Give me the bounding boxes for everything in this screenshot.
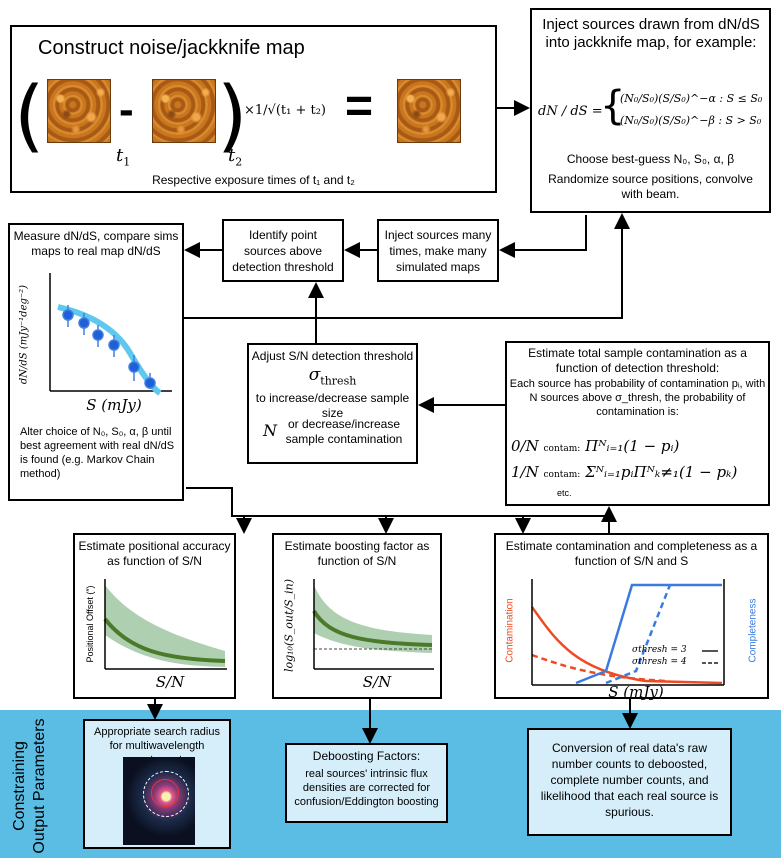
- dnds-point: [128, 361, 140, 373]
- measure-dnds-box: Measure dN/dS, compare sims maps to real…: [8, 223, 184, 501]
- boosting-chart: [312, 579, 434, 670]
- adjust-line2: to increase/decrease sample size: [255, 391, 410, 420]
- search-radius-box: Appropriate search radius for multiwavel…: [83, 719, 231, 849]
- target-circle-icon: [151, 779, 179, 807]
- dnds-point: [92, 329, 104, 341]
- exposure-caption: Respective exposure times of t₁ and t₂: [152, 173, 355, 187]
- measure-title: Measure dN/dS, compare sims maps to real…: [13, 229, 179, 258]
- positional-median-line: [103, 617, 226, 663]
- adjust-line1: Adjust S/N detection threshold: [251, 349, 414, 363]
- contam-xlabel: S (mJy): [608, 683, 664, 701]
- contam-curve-sigma4: [531, 653, 667, 683]
- total-body: Each source has probability of contamina…: [509, 378, 766, 418]
- boosting-box: Estimate boosting factor as function of …: [272, 533, 442, 699]
- band-label-line1: Constraining: [11, 741, 28, 831]
- band-label: Constraining Output Parameters: [10, 716, 50, 856]
- search-circle-icon: [143, 771, 189, 817]
- positional-box: Estimate positional accuracy as function…: [73, 533, 236, 699]
- deboosting-title: Deboosting Factors:: [312, 749, 421, 763]
- close-paren-icon: ): [217, 71, 248, 161]
- contam-1-eq: 1/N contam: Σᴺᵢ₌₁pᵢΠᴺₖ≠₁(1 − pₖ): [511, 463, 738, 481]
- identify-sources-box: Identify point sources above detection t…: [222, 219, 344, 282]
- equals-sign: =: [345, 80, 374, 133]
- total-title: Estimate total sample contamination as a…: [528, 346, 747, 375]
- deboosting-body: real sources' intrinsic flux densities a…: [294, 768, 439, 808]
- contam-completeness-title: Estimate contamination and completeness …: [505, 539, 758, 568]
- construct-noise-map-box: Construct noise/jackknife map ( - ) t1 t…: [10, 25, 497, 193]
- positional-title: Estimate positional accuracy as function…: [78, 539, 231, 568]
- legend-sigma4: σthresh = 4: [632, 657, 687, 667]
- conversion-box: Conversion of real data's raw number cou…: [527, 728, 732, 836]
- identify-text: Identify point sources above detection t…: [232, 228, 334, 274]
- noise-map-t2: [152, 79, 216, 143]
- adjust-threshold-box: Adjust S/N detection threshold σthresh t…: [247, 343, 418, 464]
- contam-completeness-box: Estimate contamination and completeness …: [494, 533, 769, 701]
- arrow-branch-to-boosting: [244, 515, 531, 534]
- dnds-case1: (N₀/S₀)(S/S₀)^−α : S ≤ S₀: [620, 92, 763, 105]
- contam-etc: etc.: [557, 488, 572, 498]
- boosting-median-line: [312, 609, 433, 647]
- alter-text: Alter choice of N₀, S₀, α, β until best …: [20, 426, 175, 480]
- noise-map-result: [397, 79, 461, 143]
- t1-label: t1: [116, 145, 131, 169]
- inject-title: Inject sources drawn from dN/dS into jac…: [542, 16, 760, 51]
- dnds-ylabel: dN/dS (mJy⁻¹deg⁻²): [18, 284, 30, 385]
- boosting-ylabel: log₁₀(S_out/S_in): [282, 578, 296, 673]
- completeness-ylabel: Completeness: [747, 598, 759, 663]
- construct-title: Construct noise/jackknife map: [38, 37, 305, 59]
- left-brace-icon: {: [600, 83, 626, 129]
- dnds-model-curve: [57, 304, 162, 396]
- total-contamination-box: Estimate total sample contamination as a…: [505, 341, 770, 506]
- contam-completeness-chart: [530, 579, 725, 686]
- legend-sigma3: σthresh = 3: [632, 645, 687, 655]
- boosting-title: Estimate boosting factor as function of …: [284, 539, 430, 568]
- dnds-lhs: dN / dS =: [538, 104, 603, 119]
- inject-sources-box: Inject sources drawn from dN/dS into jac…: [530, 8, 771, 213]
- exponent-label: ×1/√(t₁ + t₂): [244, 103, 326, 118]
- minus-sign: -: [119, 85, 134, 134]
- contam-ylabel: Contamination: [504, 598, 516, 663]
- inject-many-text: Inject sources many times, make many sim…: [384, 228, 492, 274]
- dnds-point: [108, 339, 120, 351]
- choose-best-guess: Choose best-guess N₀, S₀, α, β: [566, 152, 735, 166]
- contam-curve-sigma3: [530, 606, 723, 685]
- dnds-point: [62, 309, 74, 321]
- arrow-inject-to-many: [499, 215, 587, 258]
- boosting-xlabel: S/N: [362, 673, 392, 691]
- dnds-point: [78, 317, 90, 329]
- dnds-data-points: [62, 305, 156, 389]
- band-label-line2: Output Parameters: [31, 718, 48, 854]
- counterpart-image: [123, 757, 195, 845]
- adjust-line3: or decrease/increase sample contaminatio…: [285, 417, 403, 446]
- randomize-text: Randomize source positions, convolve wit…: [548, 172, 753, 201]
- positional-xlabel: S/N: [155, 673, 185, 691]
- positional-chart: [103, 579, 227, 670]
- conversion-text: Conversion of real data's raw number cou…: [540, 741, 719, 819]
- positional-ylabel: Positional Offset (″): [85, 585, 95, 663]
- t2-label: t2: [228, 145, 243, 169]
- dnds-chart: [49, 273, 172, 396]
- noise-map-t1: [47, 79, 111, 143]
- contam-0-eq: 0/N contam: Πᴺᵢ₌₁(1 − pᵢ): [511, 437, 680, 455]
- dnds-case2: (N₀/S₀)(S/S₀)^−β : S > S₀: [620, 114, 762, 127]
- inject-many-box: Inject sources many times, make many sim…: [377, 219, 499, 282]
- adjust-sigma: σthresh: [308, 365, 357, 388]
- completeness-curve-sigma4: [605, 584, 672, 685]
- adjust-n: N: [263, 421, 277, 440]
- dnds-xlabel: S (mJy): [86, 396, 142, 414]
- open-paren-icon: (: [14, 71, 45, 161]
- dnds-point: [144, 377, 156, 389]
- positional-confidence-band: [105, 585, 225, 667]
- completeness-curve-sigma3: [575, 583, 722, 685]
- deboosting-box: Deboosting Factors: real sources' intrin…: [285, 743, 448, 823]
